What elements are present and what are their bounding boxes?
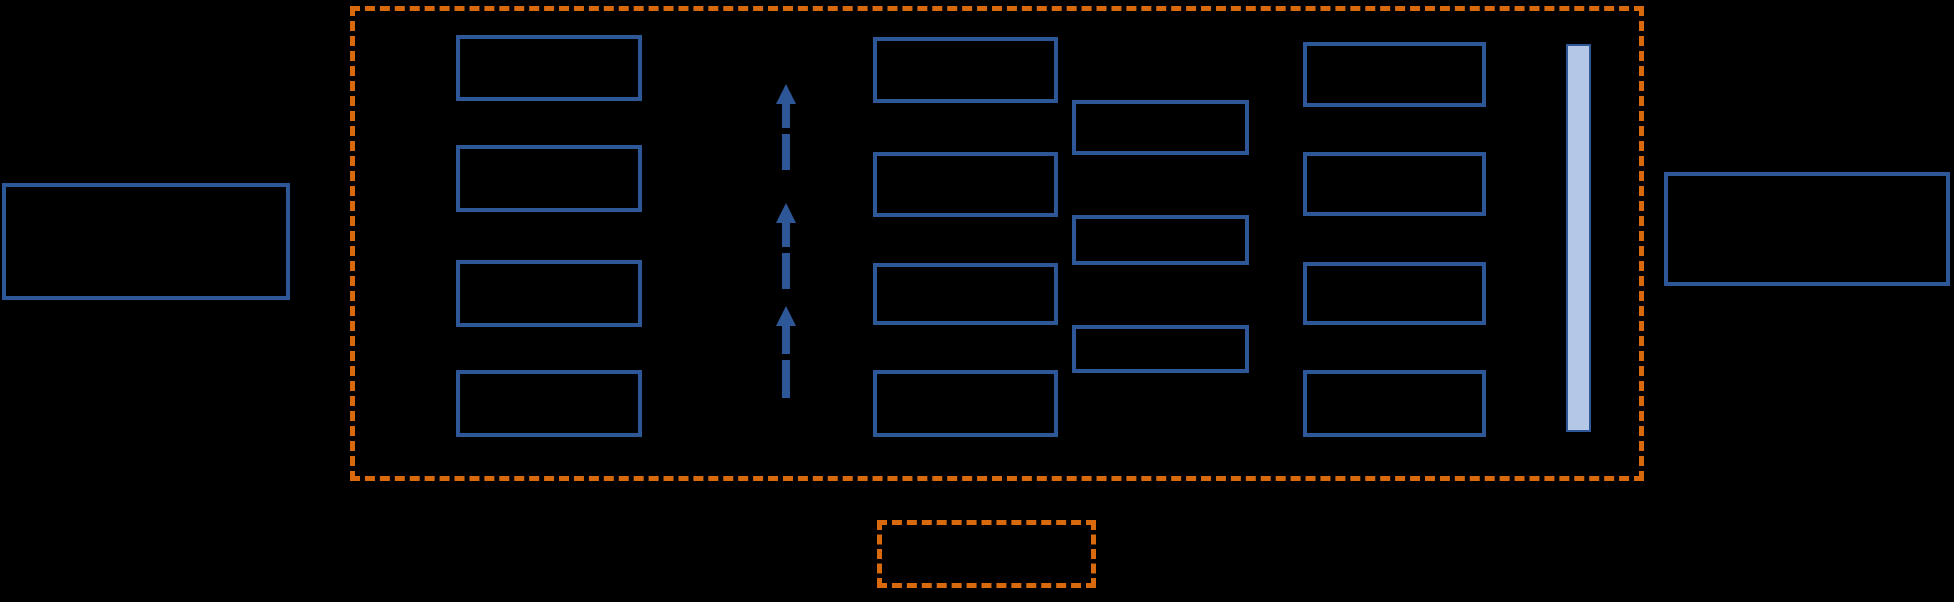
column-1-box-4[interactable] bbox=[456, 370, 642, 437]
highlight-vertical-bar[interactable] bbox=[1566, 44, 1591, 432]
column-3-box-3[interactable] bbox=[1072, 325, 1249, 373]
column-1-box-2[interactable] bbox=[456, 145, 642, 212]
column-1-box-3[interactable] bbox=[456, 260, 642, 327]
flow-arrow-up-2 bbox=[771, 203, 801, 289]
column-2-box-3[interactable] bbox=[873, 263, 1058, 325]
column-3-box-1[interactable] bbox=[1072, 100, 1249, 155]
column-4-box-2[interactable] bbox=[1303, 152, 1486, 216]
bottom-group-dashed-boundary[interactable] bbox=[877, 520, 1096, 588]
column-1-box-1[interactable] bbox=[456, 35, 642, 101]
column-2-box-2[interactable] bbox=[873, 152, 1058, 217]
flow-arrow-up-1 bbox=[771, 84, 801, 170]
external-left-box[interactable] bbox=[2, 183, 290, 300]
column-4-box-4[interactable] bbox=[1303, 370, 1486, 437]
column-2-box-1[interactable] bbox=[873, 37, 1058, 103]
column-4-box-1[interactable] bbox=[1303, 42, 1486, 107]
column-2-box-4[interactable] bbox=[873, 370, 1058, 437]
main-group-dashed-boundary[interactable] bbox=[350, 6, 1644, 481]
external-right-box[interactable] bbox=[1664, 172, 1950, 286]
column-4-box-3[interactable] bbox=[1303, 262, 1486, 325]
column-3-box-2[interactable] bbox=[1072, 215, 1249, 265]
flow-arrow-up-3 bbox=[771, 306, 801, 398]
